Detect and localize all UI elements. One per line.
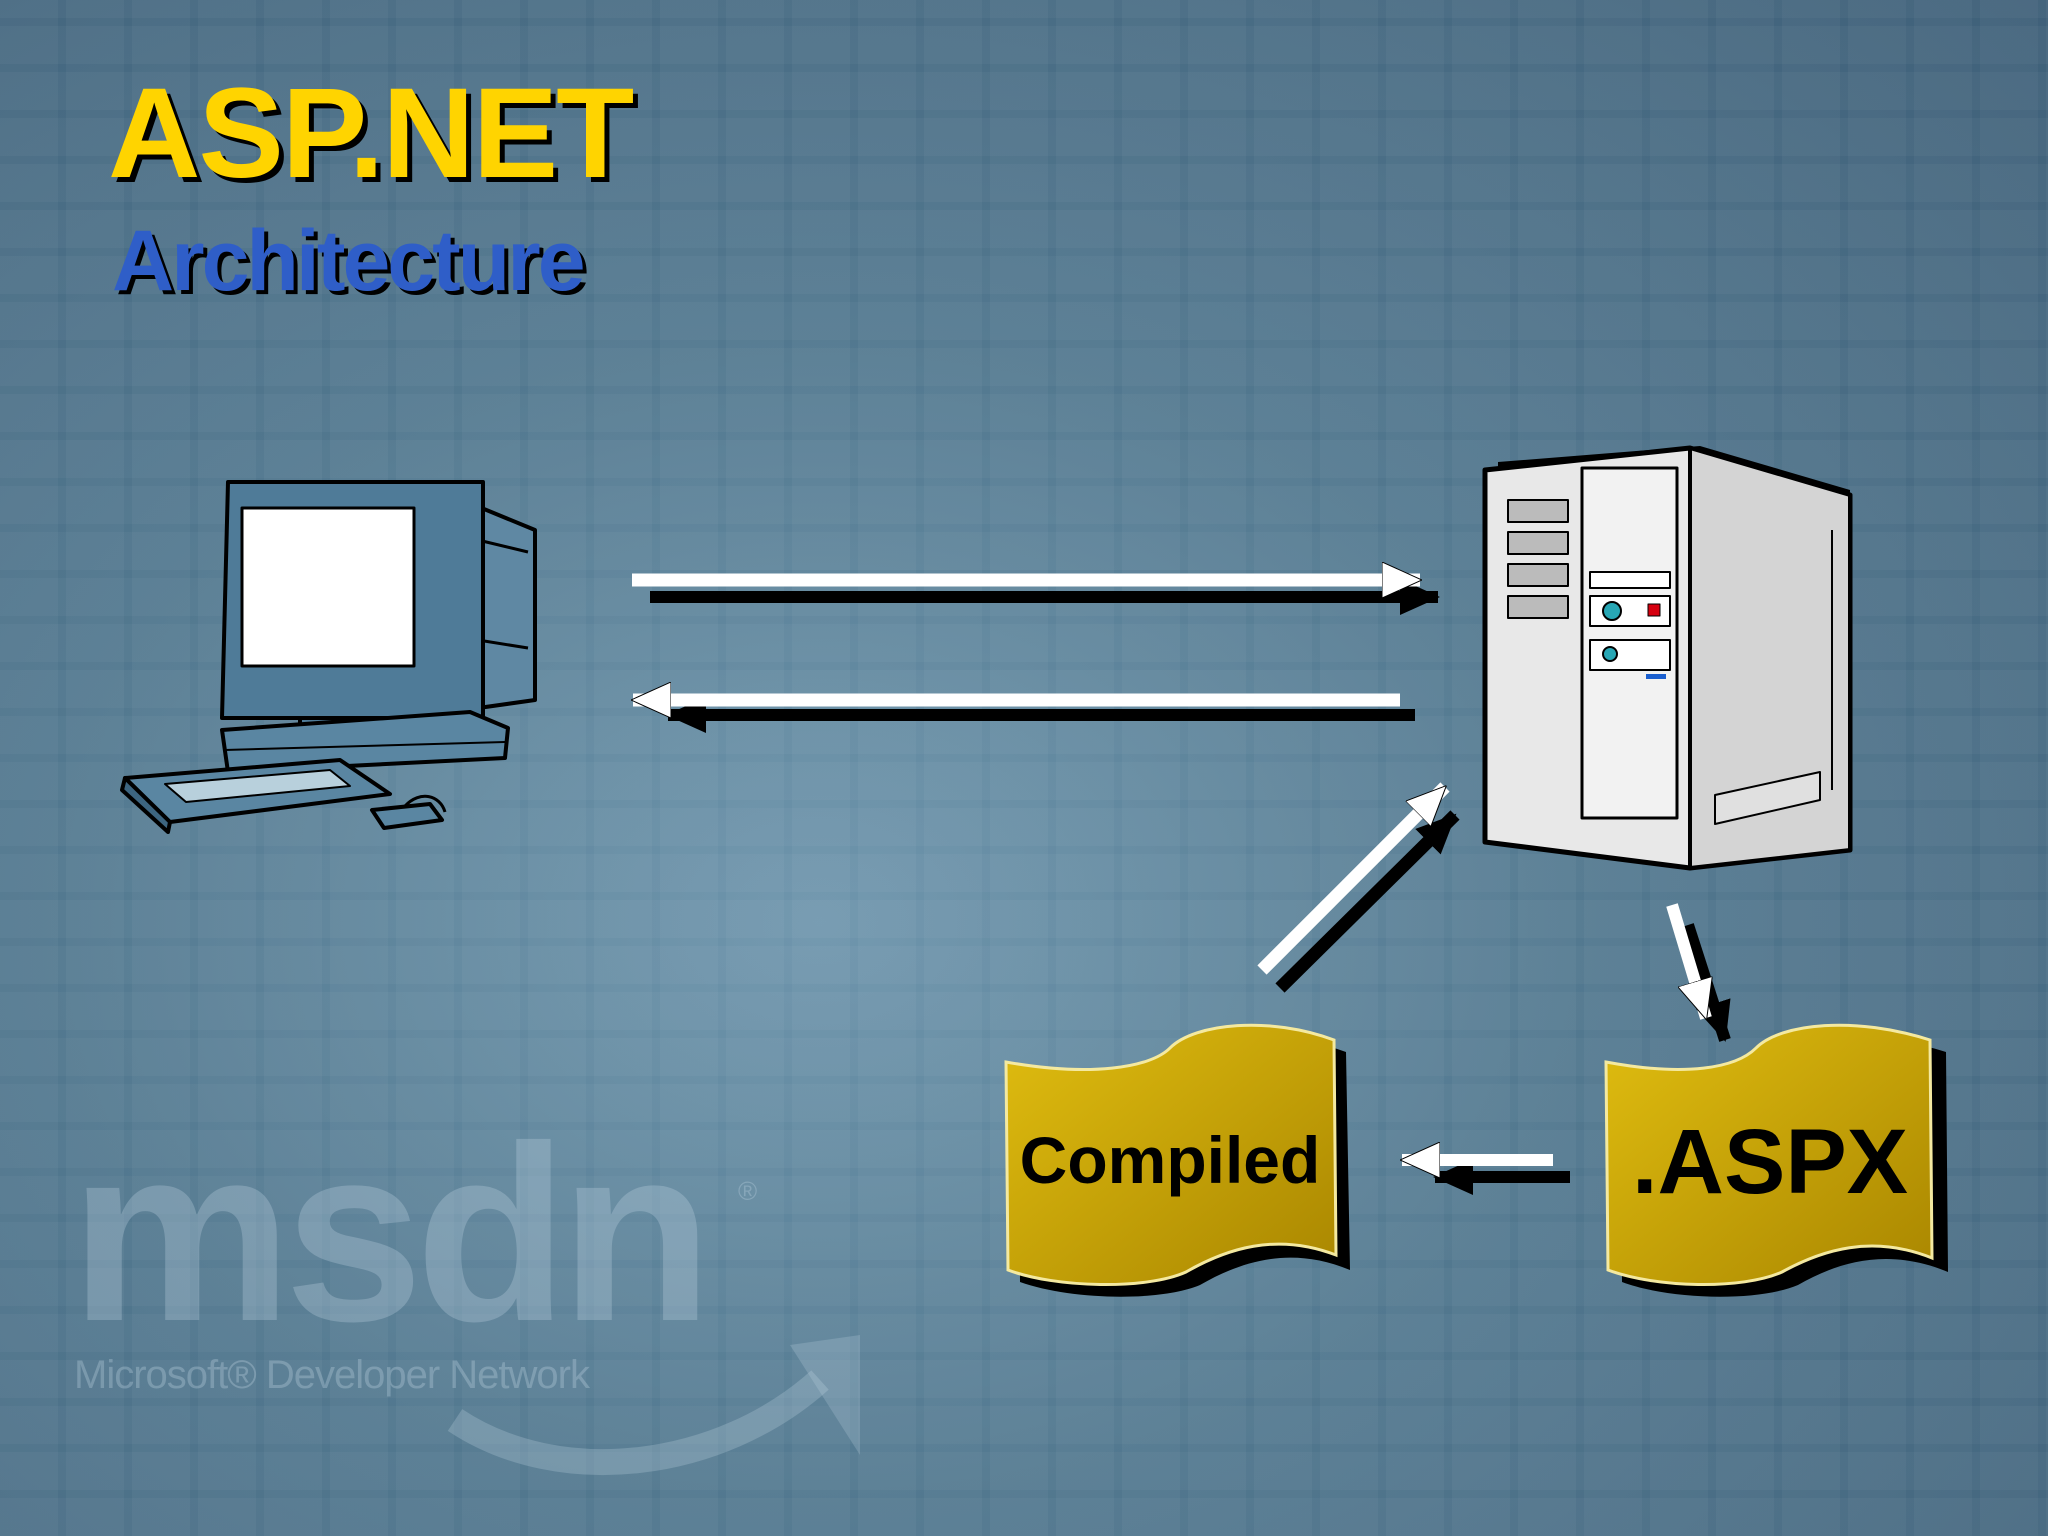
- watermark-tagline: Microsoft® Developer Network: [74, 1353, 591, 1397]
- aspx-document: .ASPX: [1604, 1023, 1948, 1297]
- msdn-watermark: msdn ® Microsoft® Developer Network: [70, 1094, 860, 1475]
- compiled-label: Compiled: [1020, 1123, 1321, 1197]
- desktop-computer-icon: [120, 480, 537, 834]
- slide-subtitle: Architecture: [112, 213, 586, 309]
- server-to-aspx-arrow: [1666, 903, 1731, 1042]
- request-arrow: [632, 580, 1440, 615]
- compiled-to-server-arrow: [1257, 782, 1460, 993]
- slide-title: ASP.NET: [108, 62, 634, 205]
- aspx-to-compiled-arrow: [1402, 1160, 1570, 1195]
- aspx-label: .ASPX: [1632, 1111, 1908, 1213]
- registered-mark: ®: [738, 1176, 757, 1206]
- msdn-logo-text: msdn: [70, 1094, 705, 1373]
- server-tower-icon: [1482, 445, 1853, 871]
- watermark-swoosh: [447, 1370, 829, 1475]
- compiled-document: Compiled: [1004, 1023, 1350, 1297]
- response-arrow: [633, 700, 1415, 733]
- watermark-arrow-icon: [790, 1335, 860, 1455]
